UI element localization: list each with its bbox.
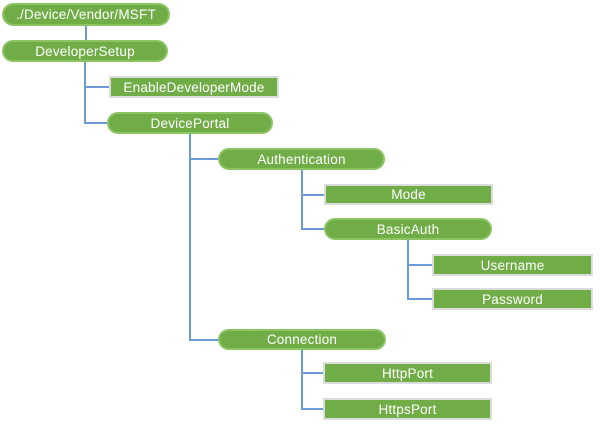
node-enable-developer-mode: EnableDeveloperMode	[109, 76, 279, 98]
connector-root-developer-setup	[85, 26, 87, 40]
connector-device-portal-connection-v	[189, 134, 191, 341]
connector-developer-setup-device-portal-v	[84, 62, 86, 124]
connector-authentication-basic-auth-h	[301, 228, 325, 230]
connector-device-portal-authentication-h	[189, 158, 218, 160]
node-root: ./Device/Vendor/MSFT	[2, 3, 170, 26]
connector-connection-https-port-v	[301, 350, 303, 410]
node-developer-setup: DeveloperSetup	[2, 40, 168, 62]
node-https-port: HttpsPort	[323, 398, 492, 420]
connector-authentication-basic-auth-v	[301, 170, 303, 230]
node-connection: Connection	[218, 329, 386, 350]
connector-basic-auth-username-h	[407, 264, 432, 266]
node-device-portal: DevicePortal	[107, 112, 273, 134]
connector-connection-https-port-h	[301, 408, 323, 410]
node-basic-auth: BasicAuth	[324, 218, 492, 240]
node-username: Username	[432, 254, 593, 276]
node-http-port: HttpPort	[323, 362, 492, 384]
connector-device-portal-connection-h	[189, 339, 218, 341]
connector-developer-setup-enable-developer-mode-h	[84, 86, 109, 88]
connector-basic-auth-password-h	[407, 298, 432, 300]
connector-developer-setup-device-portal-h	[84, 122, 107, 124]
node-password: Password	[432, 288, 593, 310]
connector-connection-http-port-h	[301, 372, 323, 374]
node-mode: Mode	[324, 184, 493, 205]
node-authentication: Authentication	[218, 148, 385, 170]
connector-authentication-mode-h	[301, 194, 325, 196]
connector-basic-auth-password-v	[407, 240, 409, 300]
